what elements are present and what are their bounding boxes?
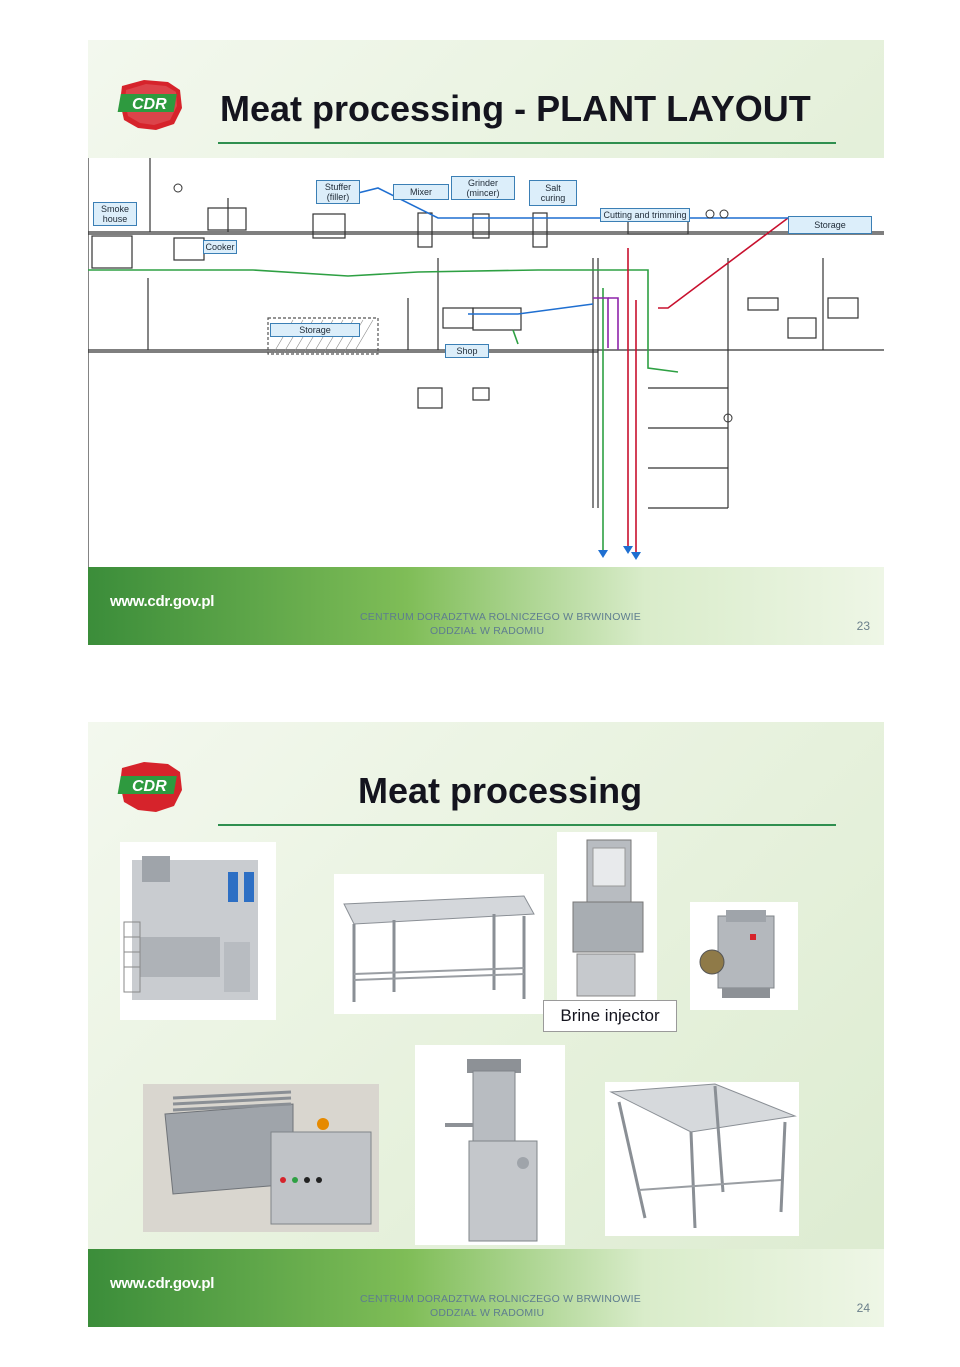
- slide-title: Meat processing - PLANT LAYOUT: [220, 88, 811, 129]
- footer-url: www.cdr.gov.pl: [110, 593, 215, 610]
- label-mixer: Mixer: [393, 184, 449, 200]
- page-number: 23: [856, 619, 870, 633]
- mincer-icon: [699, 910, 775, 998]
- logo-text: CDR: [132, 96, 167, 113]
- slide-footer: www.cdr.gov.pl CENTRUM DORADZTWA ROLNICZ…: [88, 567, 884, 645]
- photo-meat-mixer: [143, 1084, 379, 1232]
- logo-text: CDR: [132, 778, 167, 795]
- footer-org-line2: ODDZIAŁ W RADOMIU: [430, 1307, 545, 1319]
- sausage-stuffer-icon: [445, 1059, 538, 1242]
- footer-org-line1: CENTRUM DORADZTWA ROLNICZEGO W BRWINOWIE: [360, 611, 641, 623]
- slide-23: CDR Meat processing - PLANT LAYOUT: [88, 40, 884, 645]
- floor-plan: Smoke house Stuffer (filler) Mixer Grind…: [88, 158, 884, 568]
- label-salt-curing: Salt curing: [529, 180, 577, 206]
- slide-24: CDR Meat processing: [88, 722, 884, 1327]
- photo-caption: Brine injector: [543, 1000, 677, 1032]
- page-number: 24: [856, 1301, 870, 1315]
- label-grinder: Grinder (mincer): [451, 176, 515, 200]
- slide-title: Meat processing: [358, 770, 643, 811]
- photo-trimming-table: [605, 1082, 799, 1236]
- title-underline: [218, 824, 836, 826]
- footer-url: www.cdr.gov.pl: [110, 1275, 215, 1292]
- footer-org-line1: CENTRUM DORADZTWA ROLNICZEGO W BRWINOWIE: [360, 1293, 641, 1305]
- slide-footer: www.cdr.gov.pl CENTRUM DORADZTWA ROLNICZ…: [88, 1249, 884, 1327]
- photo-brine-injector: [557, 832, 657, 1002]
- work-table-icon: [343, 895, 535, 1002]
- label-storage-right: Storage: [788, 216, 872, 234]
- label-stuffer: Stuffer (filler): [316, 180, 360, 204]
- photo-mincer: [690, 902, 798, 1010]
- title-underline: [218, 142, 836, 144]
- label-cutting-trimming: Cutting and trimming: [600, 208, 690, 222]
- cdr-logo: [117, 80, 182, 130]
- meat-mixer-icon: [143, 1084, 379, 1232]
- trimming-table-icon: [609, 1083, 797, 1229]
- wash-station-icon: [123, 856, 258, 1000]
- floor-plan-drawing: [88, 158, 884, 568]
- brine-injector-icon: [572, 839, 644, 997]
- label-smoke-house: Smoke house: [93, 202, 137, 226]
- label-shop: Shop: [445, 344, 489, 358]
- photo-work-table: [334, 874, 544, 1014]
- label-cooker: Cooker: [203, 240, 237, 254]
- cdr-logo: [117, 762, 182, 812]
- photo-wash-station: [120, 842, 276, 1020]
- footer-org-line2: ODDZIAŁ W RADOMIU: [430, 625, 545, 637]
- label-storage-left: Storage: [270, 323, 360, 337]
- photo-sausage-stuffer: [415, 1045, 565, 1245]
